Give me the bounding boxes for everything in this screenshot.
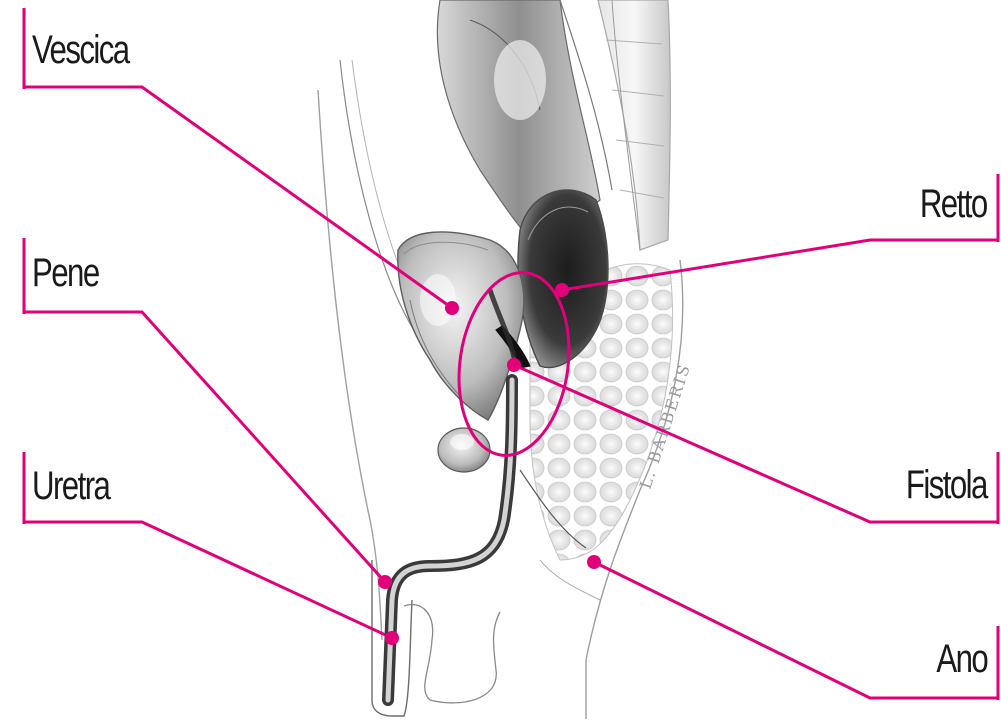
marker-dot-urethra [385,631,399,645]
label-anus: Ano [936,639,987,679]
urethra-illustration [388,380,512,700]
label-bladder: Vescica [32,30,129,70]
marker-dot-anus [587,555,601,569]
label-urethra: Uretra [32,466,109,506]
label-penis: Pene [32,253,99,293]
sacrum-illustration [598,0,670,250]
leader-line-urethra [24,522,392,638]
leader-line-penis [24,312,385,582]
abdominal-wall-illustration [318,60,430,640]
label-rectum: Retto [920,184,987,224]
marker-dot-penis [378,575,392,589]
marker-dot-fistula [507,358,521,372]
marker-dot-bladder [445,301,459,315]
prostate-illustration [438,428,490,472]
label-fistula: Fistola [906,465,987,505]
marker-dot-rectum [555,283,569,297]
